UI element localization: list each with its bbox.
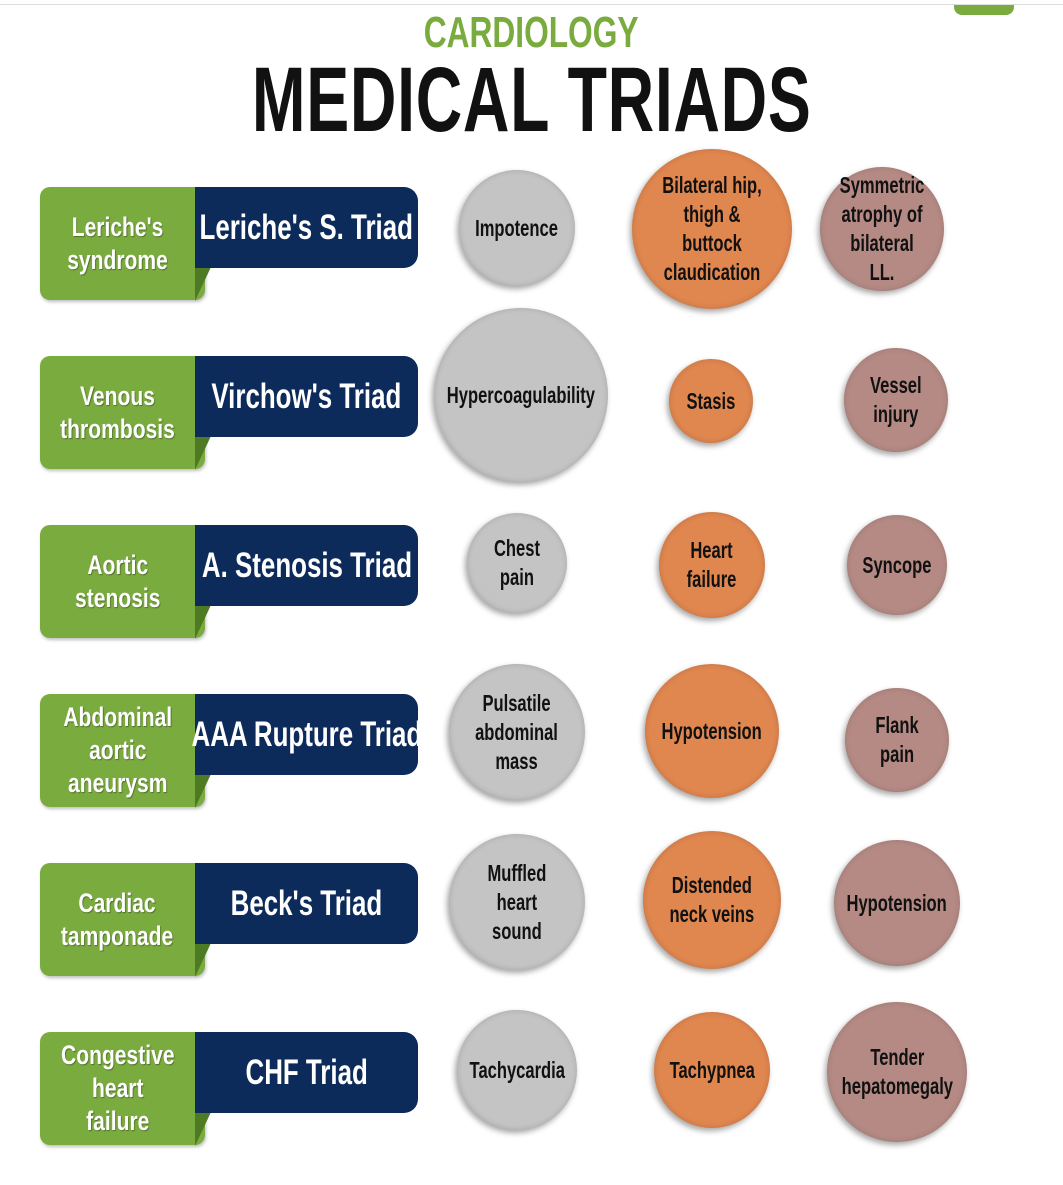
triad-name: Beck's Triad (230, 883, 383, 923)
condition-label: Cardiac tamponade (40, 863, 195, 976)
sign-text: Hypotension (661, 717, 763, 744)
sign-circle-gray: Impotence (459, 170, 575, 286)
triad-name: Leriche's S. Triad (199, 207, 414, 247)
sign-text: Muffled heart sound (487, 859, 547, 944)
sign-circle-orange: Hypotension (645, 664, 779, 798)
sign-circle-brown: Symmetric atrophy of bilateral LL. (820, 167, 944, 291)
sign-text: Syncope (862, 551, 932, 578)
sign-circle-brown: Vessel injury (844, 348, 948, 452)
sign-circle-brown: Syncope (847, 515, 947, 615)
condition-box (40, 694, 205, 807)
sign-text: Tender hepatomegaly (841, 1044, 953, 1099)
triad-name-box: AAA Rupture Triad (191, 694, 422, 775)
condition-text: Cardiac tamponade (61, 887, 174, 951)
condition-box (40, 356, 205, 469)
triad-row: Congestive heart failure CHF Triad Tachyc… (0, 1002, 1063, 1185)
sign-circle-gray: Muffled heart sound (449, 834, 585, 970)
triad-row: Abdominal aortic aneurysm AAA Rupture Tr… (0, 664, 1063, 847)
sign-text: Flank pain (875, 712, 919, 767)
triad-name: AAA Rupture Triad (191, 714, 422, 754)
sign-circle-orange: Heart failure (659, 512, 765, 618)
sign-text: Tachypnea (669, 1056, 755, 1083)
triad-name-box: Virchow's Triad (195, 356, 418, 437)
condition-text: Leriche's syndrome (67, 211, 168, 275)
page-title-text: MEDICAL TRIADS (251, 49, 812, 151)
sign-text: Hypotension (846, 889, 948, 916)
sign-circle-gray: Hypercoagulability (434, 308, 608, 482)
condition-text: Aortic stenosis (74, 549, 161, 613)
sign-text: Chest pain (493, 535, 541, 590)
triad-name: CHF Triad (245, 1052, 368, 1092)
triad-name-box: Beck's Triad (195, 863, 418, 944)
sign-text: Stasis (686, 387, 736, 414)
condition-box (40, 863, 205, 976)
triad-name-box: Leriche's S. Triad (195, 187, 418, 268)
condition-label: Aortic stenosis (40, 525, 195, 638)
condition-text: Venous thrombosis (60, 380, 175, 444)
top-tab-decoration (954, 5, 1014, 15)
triad-row: Aortic stenosis A. Stenosis Triad Chest p… (0, 508, 1063, 678)
sign-text: Hypercoagulability (446, 381, 596, 408)
triad-row: Leriche's syndrome Leriche's S. Triad Imp… (0, 149, 1063, 340)
condition-label: Congestive heart failure (40, 1032, 195, 1145)
triad-name: A. Stenosis Triad (201, 545, 412, 585)
sign-text: Impotence (475, 214, 559, 241)
condition-text: Abdominal aortic aneurysm (63, 702, 172, 798)
sign-circle-brown: Flank pain (845, 688, 949, 792)
condition-text: Congestive heart failure (60, 1040, 175, 1136)
sign-circle-orange: Distended neck veins (643, 831, 781, 969)
sign-circle-brown: Tender hepatomegaly (827, 1002, 967, 1142)
triad-row: Venous thrombosis Virchow's Triad Hyperco… (0, 308, 1063, 509)
condition-label: Abdominal aortic aneurysm (40, 694, 195, 807)
condition-box (40, 525, 205, 638)
sign-circle-gray: Pulsatile abdominal mass (449, 664, 585, 800)
sign-text: Heart failure (687, 537, 737, 592)
triad-row: Cardiac tamponade Beck's Triad Muffled he… (0, 831, 1063, 1016)
subtitle-text: CARDIOLOGY (424, 8, 639, 57)
ribbon-fold (195, 774, 211, 808)
page-title: MEDICAL TRIADS (0, 48, 1063, 153)
ribbon-fold (195, 943, 211, 977)
ribbon-fold (195, 267, 211, 301)
sign-text: Bilateral hip, thigh & buttock claudicat… (662, 172, 762, 285)
sign-circle-orange: Bilateral hip, thigh & buttock claudicat… (632, 149, 792, 309)
condition-label: Leriche's syndrome (40, 187, 195, 300)
triad-name-box: CHF Triad (195, 1032, 418, 1113)
ribbon-fold (195, 436, 211, 470)
sign-text: Tachycardia (469, 1056, 565, 1083)
sign-text: Pulsatile abdominal mass (475, 689, 559, 774)
sign-circle-orange: Tachypnea (654, 1012, 770, 1128)
triad-name: Virchow's Triad (211, 376, 402, 416)
sign-text: Symmetric atrophy of bilateral LL. (839, 172, 925, 285)
condition-label: Venous thrombosis (40, 356, 195, 469)
triad-name-box: A. Stenosis Triad (195, 525, 418, 606)
condition-box (40, 1032, 205, 1145)
ribbon-fold (195, 1112, 211, 1146)
sign-circle-orange: Stasis (669, 359, 753, 443)
top-divider (0, 4, 1063, 5)
sign-circle-gray: Tachycardia (457, 1010, 577, 1130)
condition-box (40, 187, 205, 300)
sign-circle-gray: Chest pain (467, 513, 567, 613)
ribbon-fold (195, 605, 211, 639)
sign-text: Distended neck veins (669, 872, 755, 927)
subtitle: CARDIOLOGY (0, 8, 1063, 58)
sign-circle-brown: Hypotension (834, 840, 960, 966)
sign-text: Vessel injury (870, 372, 922, 427)
